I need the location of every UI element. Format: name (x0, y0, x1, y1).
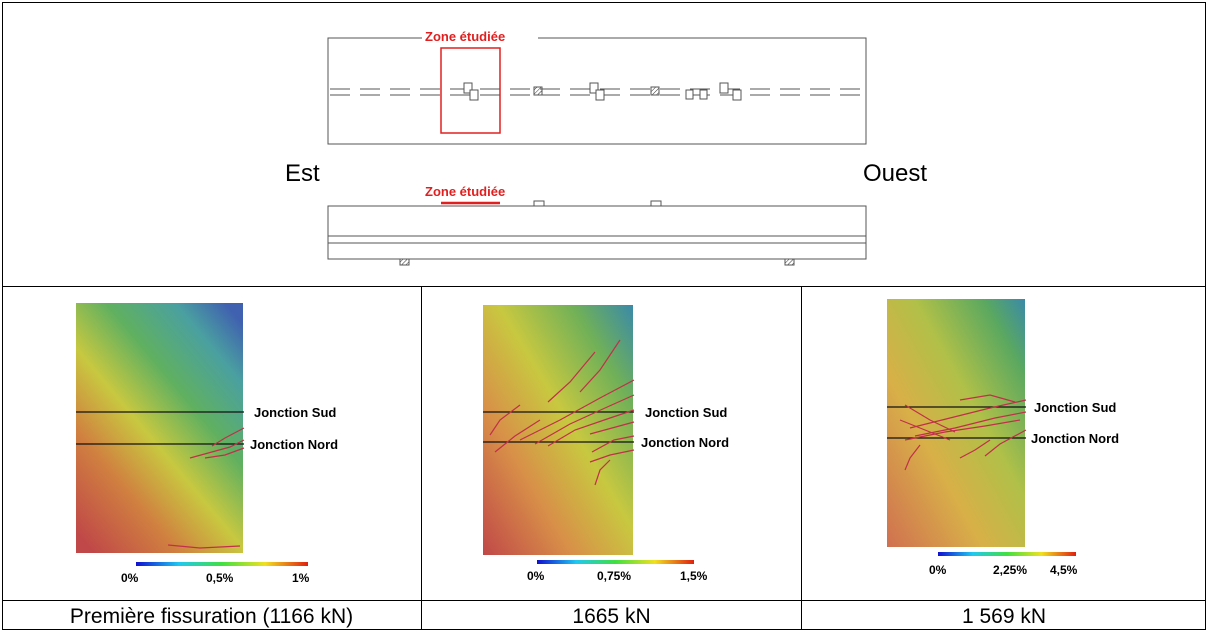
strain-panel-2: Jonction Sud Jonction Nord 0% 0,75% 1,5% (483, 305, 729, 583)
junction-south-label-2: Jonction Sud (645, 405, 727, 420)
caption-panel-2: 1665 kN (572, 605, 651, 628)
plan-element-3b (595, 89, 605, 101)
caption-panel-3: 1 569 kN (961, 605, 1047, 628)
cracks-2 (489, 339, 635, 486)
caption-panel-1: Première fissuration (1166 kN) (69, 605, 354, 628)
plan-element-1b (469, 89, 479, 101)
plan-element-1a (463, 82, 473, 94)
plan-element-4 (650, 86, 660, 96)
scale-max-3: 4,5% (1050, 563, 1078, 577)
scale-max-2: 1,5% (680, 569, 708, 583)
east-label: Est (285, 160, 320, 187)
strain-field-1 (76, 303, 243, 553)
color-scale-2 (537, 560, 694, 564)
zone-label-elevation: Zone étudiée (425, 184, 505, 199)
strain-panel-3: Jonction Sud Jonction Nord 0% 2,25% 4,5% (887, 299, 1119, 577)
plan-element-5b (699, 89, 708, 100)
elevation-view: Zone étudiée (327, 184, 867, 266)
elevation-stub-1 (533, 200, 545, 207)
elevation-outline (327, 205, 867, 260)
scale-mid-3: 2,25% (993, 563, 1027, 577)
plan-element-2 (533, 86, 543, 96)
scale-mid-2: 0,75% (597, 569, 631, 583)
zone-label-plan: Zone étudiée (425, 29, 505, 44)
strain-field-2 (483, 305, 633, 555)
scale-min-1: 0% (121, 571, 139, 585)
zone-box-plan (440, 47, 501, 134)
cracks-3 (899, 394, 1027, 471)
column-divider-2 (801, 286, 802, 630)
column-divider-1 (421, 286, 422, 630)
caption-divider (2, 600, 1206, 601)
plan-element-3a (589, 82, 599, 94)
junction-south-label-3: Jonction Sud (1034, 400, 1116, 415)
plan-element-6a (719, 82, 729, 94)
elevation-stub-2 (650, 200, 662, 207)
junction-north-label-2: Jonction Nord (641, 435, 729, 450)
plan-view: Zone étudiée (327, 28, 867, 145)
color-scale-1 (136, 562, 308, 566)
west-label: Ouest (863, 160, 927, 187)
plan-element-5a (685, 89, 694, 100)
cracks-1 (167, 427, 245, 549)
support-west (784, 258, 795, 266)
scale-min-2: 0% (527, 569, 545, 583)
junction-north-label-1: Jonction Nord (250, 437, 338, 452)
scale-min-3: 0% (929, 563, 947, 577)
strain-panel-1: Jonction Sud Jonction Nord 0% 0,5% 1% (76, 303, 338, 585)
plan-outline (327, 37, 867, 145)
plan-element-6b (732, 89, 742, 101)
junction-south-label-1: Jonction Sud (254, 405, 336, 420)
scale-max-1: 1% (292, 571, 310, 585)
junction-north-label-3: Jonction Nord (1031, 431, 1119, 446)
support-east (399, 258, 410, 266)
scale-mid-1: 0,5% (206, 571, 234, 585)
row-divider (2, 286, 1206, 287)
color-scale-3 (938, 552, 1076, 556)
